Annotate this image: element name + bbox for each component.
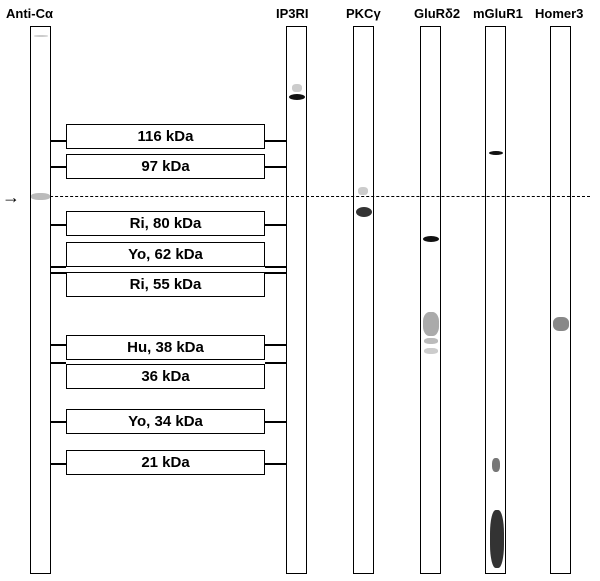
marker-box-97: 97 kDa — [66, 154, 265, 179]
lane-label-ip3ri: IP3RI — [276, 6, 309, 21]
marker-box-hu-38: Hu, 38 kDa — [66, 335, 265, 360]
smear-glurd2-2 — [424, 338, 438, 344]
marker-tick-right — [265, 166, 286, 168]
marker-tick-left — [51, 140, 66, 142]
smear-ip3ri — [292, 84, 302, 92]
smear-mglur1-2 — [490, 510, 504, 568]
marker-tick-left — [51, 362, 66, 364]
smear-pkcg — [358, 187, 368, 195]
marker-tick-left — [51, 344, 66, 346]
marker-box-36: 36 kDa — [66, 364, 265, 389]
band-glurd2 — [423, 236, 439, 242]
marker-box-21: 21 kDa — [66, 450, 265, 475]
smear-glurd2-3 — [424, 348, 438, 354]
strip-ip3ri — [286, 26, 307, 574]
lane-label-mglur1: mGluR1 — [473, 6, 523, 21]
marker-tick-right — [265, 224, 286, 226]
marker-tick-left — [51, 224, 66, 226]
strip-mglur1 — [485, 26, 506, 574]
marker-tick-left — [51, 166, 66, 168]
strip-pkcg — [353, 26, 374, 574]
marker-box-yo-62: Yo, 62 kDa — [66, 242, 265, 267]
smear-glurd2-1 — [423, 312, 439, 336]
marker-tick-right — [265, 362, 286, 364]
strip-homer3 — [550, 26, 571, 574]
marker-tick-right — [265, 344, 286, 346]
marker-tick-left — [51, 272, 66, 274]
marker-tick-right — [265, 463, 286, 465]
marker-box-ri-55: Ri, 55 kDa — [66, 272, 265, 297]
smear-mglur1-1 — [492, 458, 500, 472]
strip-anti-ca — [30, 26, 51, 574]
lane-label-pkcg: PKCγ — [346, 6, 381, 21]
marker-tick-right — [265, 421, 286, 423]
lane-label-homer3: Homer3 — [535, 6, 584, 21]
marker-box-116: 116 kDa — [66, 124, 265, 149]
smear-anti-ca-top — [34, 35, 48, 37]
marker-tick-left — [51, 463, 66, 465]
strip-glurd2 — [420, 26, 441, 574]
marker-box-ri-80: Ri, 80 kDa — [66, 211, 265, 236]
marker-tick-left — [51, 421, 66, 423]
marker-tick-right — [265, 140, 286, 142]
marker-box-yo-34: Yo, 34 kDa — [66, 409, 265, 434]
band-mglur1 — [489, 151, 503, 155]
arrow-icon: → — [2, 187, 20, 207]
band-ip3ri — [289, 94, 305, 100]
band-anti-ca — [31, 193, 50, 200]
lane-label-anti-ca: Anti-Cα — [6, 6, 53, 21]
band-pkcg — [356, 207, 372, 217]
marker-tick-right — [265, 266, 286, 268]
lane-label-glurd2: GluRδ2 — [414, 6, 461, 21]
reference-dashed-line — [30, 196, 590, 197]
marker-tick-left — [51, 266, 66, 268]
marker-tick-right — [265, 272, 286, 274]
band-homer3 — [553, 317, 569, 331]
